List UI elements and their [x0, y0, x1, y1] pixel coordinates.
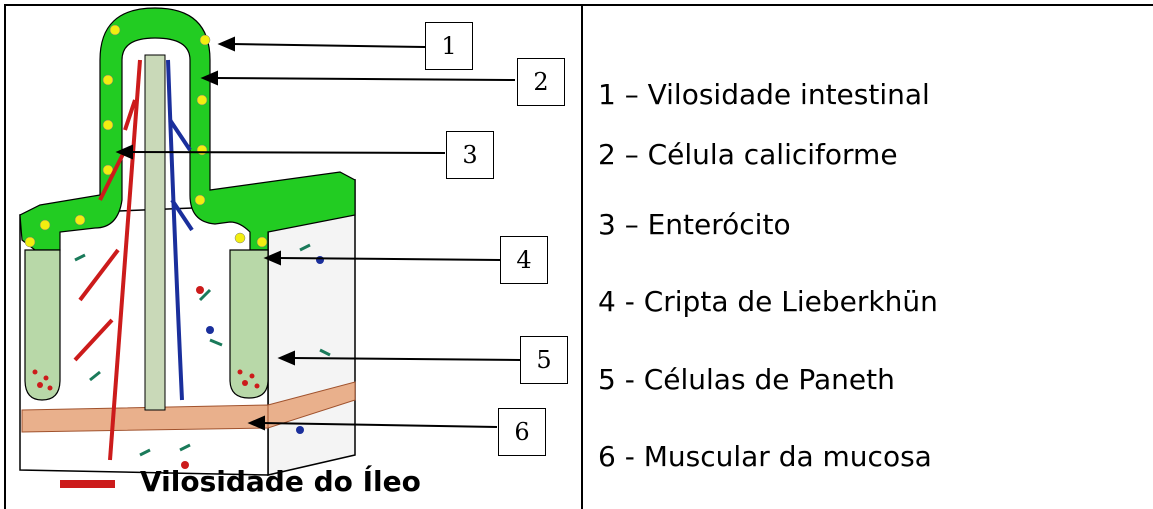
legend-item-1: 1 – Vilosidade intestinal: [598, 78, 930, 111]
legend-item-3: 3 – Enterócito: [598, 208, 791, 241]
central-lacteal: [144, 54, 166, 411]
cell-blue: [296, 426, 304, 434]
callout-5: 5: [520, 336, 568, 384]
diagram-caption: Vilosidade do Íleo: [140, 465, 421, 498]
legend-item-5: 5 - Células de Paneth: [598, 363, 895, 396]
callout-4: 4: [500, 236, 548, 284]
callout-6: 6: [498, 408, 546, 456]
pointer-arrows: [115, 36, 521, 431]
legend-item-4: 4 - Cripta de Lieberkhün: [598, 285, 938, 318]
villus-illustration: [19, 7, 521, 488]
table-top-border: [4, 4, 1153, 6]
callout-2: 2: [517, 58, 565, 106]
callout-3: 3: [446, 131, 494, 179]
tissue-block: [19, 179, 356, 476]
connective-tissue-cells: [74, 243, 331, 457]
artery: [73, 59, 142, 461]
cell-blue: [316, 256, 324, 264]
legend-item-6: 6 - Muscular da mucosa: [598, 440, 932, 473]
cell-red: [196, 286, 204, 294]
cell-blue: [206, 326, 214, 334]
goblet-cells: [24, 24, 268, 248]
table-left-border: [4, 4, 6, 509]
cell-red: [181, 461, 189, 469]
callout-1: 1: [425, 22, 473, 70]
table-column-divider: [581, 4, 583, 509]
vein: [166, 59, 194, 401]
artery-cut: [60, 480, 115, 488]
legend-item-2: 2 – Célula caliciforme: [598, 138, 898, 171]
